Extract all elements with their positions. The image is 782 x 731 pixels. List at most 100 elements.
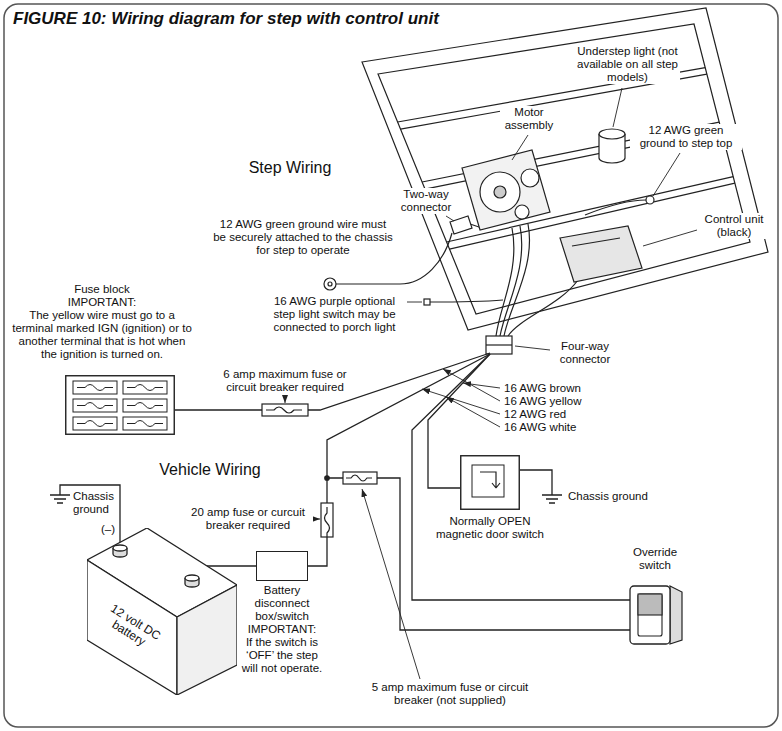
- step-frame: [378, 24, 750, 314]
- ground-symbol: [50, 495, 70, 503]
- vehicle-wire: [175, 353, 490, 410]
- wire-label: 12 AWG red: [503, 408, 598, 421]
- fuse-note: 6 amp maximum fuse or circuit breaker re…: [210, 368, 360, 394]
- motor-assembly: [462, 150, 550, 230]
- step-harness: [585, 200, 646, 215]
- figure-border: [4, 4, 778, 727]
- four-way-connector: [486, 336, 512, 354]
- motor-assembly: [515, 205, 529, 219]
- ground-label: Chassis ground: [567, 490, 667, 503]
- fuse-slot: [123, 381, 167, 394]
- battery-terminal: [185, 575, 199, 581]
- step-harness: [328, 282, 332, 286]
- node-text: Normally OPEN magnetic door switch: [428, 515, 553, 541]
- battery: 12 volt DC battery: [87, 528, 237, 695]
- motor-assembly: [462, 150, 550, 230]
- step-harness: [500, 226, 522, 336]
- rocker-switch-body: [630, 586, 670, 644]
- wire-label: 16 AWG white: [503, 421, 598, 434]
- step-frame: [362, 8, 768, 330]
- step-harness: [504, 224, 530, 336]
- node-text: If the switch is ‘OFF’ the step will not…: [240, 636, 324, 675]
- fuse-symbol: [343, 472, 377, 484]
- vehicle-wire: [60, 353, 630, 630]
- leader-line: [446, 216, 454, 221]
- four-way-connector: [486, 344, 512, 345]
- fuse-note: 20 amp fuse or curcuit breaker required: [183, 506, 313, 532]
- wire-label: 12 AWG green ground to step top: [630, 124, 742, 150]
- fuse-block: Fuse blockIMPORTANT:The yellow wire must…: [11, 283, 193, 435]
- vehicle-wire: [60, 485, 120, 546]
- ground-symbol: [542, 495, 562, 503]
- fuse-symbol: [266, 407, 302, 413]
- figure-border: [4, 4, 778, 727]
- fuse-slot: [73, 399, 117, 412]
- rocker-switch-paddle: [638, 594, 662, 636]
- part-label: Control unit (black): [698, 213, 770, 239]
- node-text: IMPORTANT:: [240, 623, 324, 636]
- fuse-slot: [123, 399, 167, 412]
- override-switch: Override switch: [615, 546, 695, 650]
- fuse-block-housing: [66, 376, 175, 435]
- step-harness: [496, 228, 514, 336]
- two-way-connector: [450, 216, 472, 234]
- control-unit: [572, 238, 620, 246]
- door-switch-housing: [472, 465, 504, 497]
- leader-line: [515, 346, 550, 350]
- fuse-slot: [73, 417, 117, 430]
- leader-line: [643, 230, 697, 246]
- battery-case: [87, 560, 177, 695]
- step-harness: [324, 278, 336, 290]
- node-text: Battery disconnect box/switch: [240, 584, 324, 623]
- figure-title: FIGURE 10: Wiring diagram for step with …: [12, 9, 632, 29]
- motor-assembly: [521, 169, 539, 187]
- node-text: The yellow wire must go to a terminal ma…: [11, 309, 193, 361]
- door-switch-outline: [460, 455, 520, 510]
- node-text: Override switch: [615, 546, 695, 572]
- four-way-connector: [486, 336, 512, 354]
- part-label: Motor assembly: [500, 106, 558, 132]
- step-harness: [424, 299, 430, 305]
- fuse-block-symbol: [65, 375, 175, 435]
- leader-line: [613, 88, 622, 127]
- rocker-switch-paddle: [638, 594, 662, 615]
- leader-line: [653, 153, 680, 196]
- understep-light: [599, 129, 625, 139]
- ground-label: Chassis ground: [72, 490, 116, 516]
- leader-line: [362, 489, 420, 679]
- fuse-slot: [127, 421, 163, 427]
- fuse-symbol: [321, 503, 333, 537]
- door-switch-symbol: [460, 455, 520, 510]
- leader-line: [512, 135, 528, 160]
- fuse-slot: [77, 385, 113, 391]
- node-text: IMPORTANT:: [11, 296, 193, 309]
- battery-terminal: [113, 545, 127, 551]
- fuse-block-outline: [65, 375, 175, 435]
- fuse-slot: [77, 421, 113, 427]
- control-unit: [560, 226, 642, 282]
- door-switch-housing: [461, 456, 520, 510]
- leader-line: [422, 389, 500, 414]
- wire-label: 16 AWG brown: [503, 382, 598, 395]
- fuse-slot: [77, 403, 113, 409]
- door-switch-contact: [480, 472, 500, 488]
- fuse-symbol: [262, 404, 308, 416]
- step-frame: [362, 8, 768, 330]
- override-switch-outline: [622, 580, 687, 650]
- leader-line: [443, 369, 500, 401]
- part-label: Two-way connector: [395, 188, 457, 214]
- part-label: Four-way connector: [552, 340, 618, 366]
- disconnect-box: Battery disconnect box/switchIMPORTANT:I…: [240, 551, 324, 675]
- part-label: Understep light (not available on all st…: [575, 45, 680, 84]
- fuse-slot: [123, 417, 167, 430]
- door-switch: Normally OPEN magnetic door switch: [428, 455, 553, 541]
- rocker-switch-body: [670, 586, 682, 644]
- rocker-switch-symbol: [622, 580, 687, 650]
- control-unit: [560, 226, 642, 282]
- section-heading: Vehicle Wiring: [140, 460, 280, 479]
- step-harness: [646, 196, 654, 204]
- note-label: 12 AWG green ground wire must be securel…: [212, 218, 394, 257]
- terminal-label: (–): [99, 523, 117, 536]
- step-harness: [508, 280, 578, 336]
